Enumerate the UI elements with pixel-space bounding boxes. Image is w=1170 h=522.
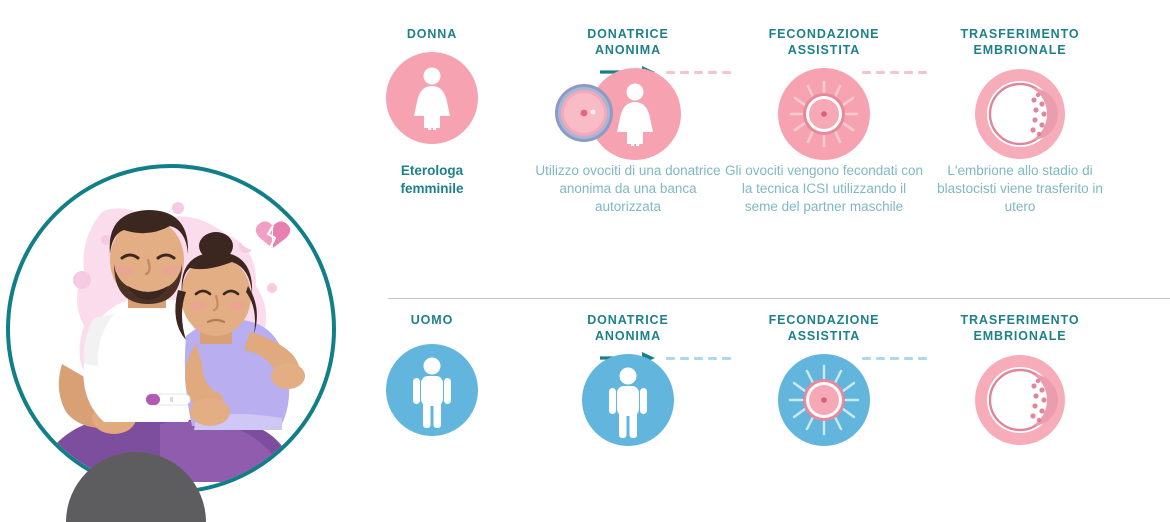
fertilization-glyph [788, 364, 860, 436]
illustration-circle-frame [6, 164, 336, 494]
row-label-eterologa-femminile: Eterologa femminile [332, 162, 532, 198]
step-heading-line1: DONATRICE [587, 27, 669, 41]
woman-figure-icon [386, 52, 478, 144]
step-heading-line1: DONNA [406, 27, 458, 41]
pregnancy-test-icon [145, 393, 191, 406]
step-donna: DONNA [332, 26, 532, 198]
dash-segment [890, 357, 899, 360]
dash-segment [918, 357, 927, 360]
dash-segment [722, 71, 731, 74]
step-heading: FECONDAZIONE ASSISTITA [724, 26, 924, 58]
step-trasferimento-embrionale: TRASFERIMENTO EMBRIONALE [920, 26, 1120, 216]
step-fecondazione-assistita: FECONDAZIONE ASSISTITA [724, 26, 924, 216]
step-heading: DONNA [332, 26, 532, 42]
blastocyst-transfer-icon [974, 354, 1066, 446]
step-description: L'embrione allo stadio di blastocisti vi… [937, 163, 1103, 214]
step-heading-line2: ASSISTITA [787, 329, 861, 343]
connector-dashes-row2-c [854, 312, 940, 408]
row-label-line1: Eterologa [400, 163, 464, 178]
man-glyph [413, 357, 451, 428]
step-heading-line2: EMBRIONALE [973, 329, 1067, 343]
dash-segment [680, 357, 689, 360]
man-figure-icon [386, 344, 478, 436]
dash-segment [694, 357, 703, 360]
woman-glyph [617, 83, 653, 146]
step-donatrice-anonima-row2: DONATRICE ANONIMA [528, 312, 728, 450]
dash-segment [862, 71, 871, 74]
step-trasferimento-embrionale-row2: TRASFERIMENTO EMBRIONALE [920, 312, 1120, 450]
infographic-canvas: DONNA [6, 0, 1170, 522]
woman-glyph [414, 67, 450, 130]
step-heading-line1: TRASFERIMENTO [960, 313, 1080, 327]
sad-couple-pregnancy-test-illustration [50, 202, 310, 482]
dash-segment [890, 71, 899, 74]
step-description: Gli ovociti vengono fecondati con la tec… [724, 163, 924, 214]
step-heading-line1: DONATRICE [587, 313, 669, 327]
step-heading-line2: ANONIMA [594, 43, 662, 57]
step-heading: TRASFERIMENTO EMBRIONALE [920, 26, 1120, 58]
step-heading: TRASFERIMENTO EMBRIONALE [920, 312, 1120, 344]
step-heading: DONATRICE ANONIMA [528, 26, 728, 58]
step-uomo: UOMO [332, 312, 532, 440]
dash-segment [722, 357, 731, 360]
step-heading-line2: ASSISTITA [787, 43, 861, 57]
step-fecondazione-assistita-row2: FECONDAZIONE ASSISTITA [724, 312, 924, 450]
dash-segment [708, 357, 717, 360]
dash-segment [876, 71, 885, 74]
process-diagram-panel: DONNA [352, 0, 1170, 465]
connector-dashes-row1-c [854, 26, 940, 122]
step-heading-line2: ANONIMA [594, 329, 662, 343]
row-divider [388, 298, 1170, 299]
step-heading-line1: UOMO [410, 313, 454, 327]
row-label-line2: femminile [400, 181, 464, 196]
dash-segment [666, 71, 675, 74]
step-heading: FECONDAZIONE ASSISTITA [724, 312, 924, 344]
dash-segment [918, 71, 927, 74]
woman-figure-with-ovum-icon [555, 68, 681, 160]
dash-segment [666, 357, 675, 360]
step-description: Utilizzo ovociti di una donatrice anonim… [535, 163, 721, 214]
step-heading-line2: EMBRIONALE [973, 43, 1067, 57]
dash-segment [862, 357, 871, 360]
connector-dashes-row1-b [658, 26, 744, 122]
blastocyst-transfer-icon [974, 68, 1066, 160]
connector-dashes-row2-b [658, 312, 744, 408]
fertilization-glyph [789, 80, 859, 148]
dash-segment [694, 71, 703, 74]
dash-segment [904, 357, 913, 360]
fertilization-icsi-icon [778, 68, 870, 160]
illustration-panel [6, 164, 336, 522]
blastocyst-glyph [975, 69, 1065, 159]
dash-segment [680, 71, 689, 74]
step-heading-line1: FECONDAZIONE [768, 313, 880, 327]
fertilization-icsi-icon [778, 354, 870, 446]
broken-heart-speech-bubble-icon [238, 216, 310, 262]
dash-segment [708, 71, 717, 74]
step-heading: DONATRICE ANONIMA [528, 312, 728, 344]
blastocyst-glyph [975, 355, 1065, 445]
step-heading: UOMO [332, 312, 532, 328]
ovum-icon [555, 84, 613, 142]
dash-segment [876, 357, 885, 360]
dash-segment [904, 71, 913, 74]
man-glyph [609, 367, 647, 438]
step-donatrice-anonima: DONATRICE ANONIMA [528, 26, 728, 216]
step-heading-line1: FECONDAZIONE [768, 27, 880, 41]
man-figure-icon [582, 354, 674, 446]
step-heading-line1: TRASFERIMENTO [960, 27, 1080, 41]
